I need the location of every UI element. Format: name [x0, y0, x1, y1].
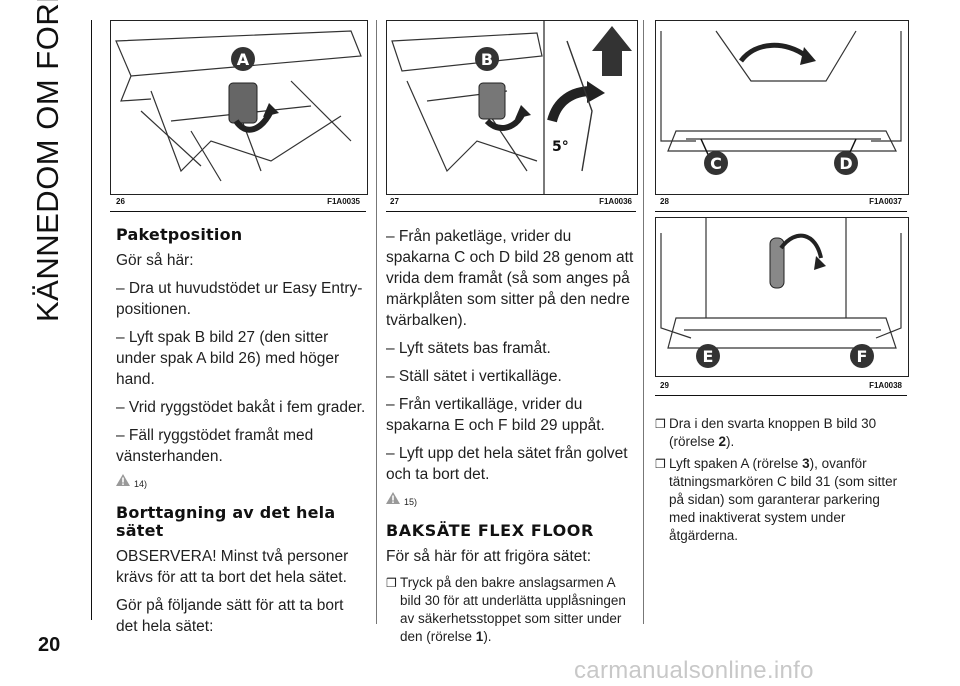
label-e: E	[703, 347, 714, 366]
figure-27-image: B 5°	[386, 20, 638, 195]
bullet-text-end: ).	[483, 629, 492, 644]
checkbox-bullet: ❒ Dra i den svarta knoppen B bild 30 (rö…	[655, 415, 907, 451]
section-heading: BAKSÄTE FLEX FLOOR	[386, 521, 594, 540]
bullet-movement-number: 1	[475, 629, 484, 644]
checkbox-bullet: ❒ Lyft spaken A (rörelse 3), ovanför tät…	[655, 455, 907, 545]
instruction-step: – Ställ sätet i vertikalläge.	[386, 368, 562, 385]
checkbox-bullet: ❒ Tryck på den bakre anslagsarmen A bild…	[386, 574, 638, 646]
warning-reference: 14)	[116, 474, 368, 496]
caption-rule	[655, 211, 907, 212]
label-a-badge	[231, 47, 255, 71]
bullet-text: Tryck på den bakre anslagsarmen A bild 3…	[400, 575, 626, 644]
figure-number: 27	[390, 197, 399, 206]
bullet-text-end: ).	[726, 434, 735, 449]
instruction-step: – Från paketläge, vrider du spakarna C o…	[386, 228, 634, 329]
instruction-step: – Lyft upp det hela sätet från golvet oc…	[386, 445, 628, 483]
label-c: C	[710, 154, 722, 173]
warning-reference: 15)	[386, 492, 638, 514]
bullet-text: Lyft spaken A (rörelse	[669, 456, 803, 471]
intro-text: Gör så här:	[116, 252, 194, 269]
side-rule	[91, 20, 92, 620]
column-2-text: – Från paketläge, vrider du spakarna C o…	[386, 226, 638, 650]
lead-text: För så här för att frigöra sätet:	[386, 548, 592, 565]
figure-26-image: A	[110, 20, 368, 195]
figure-28-image: C D	[655, 20, 909, 195]
seat-release-illustration: E F	[660, 218, 902, 368]
label-b-badge	[475, 47, 499, 71]
seat-base-illustration: C D	[660, 30, 902, 175]
bullet-text-end: ), ovanför tätningsmarkören C bild 31 (s…	[669, 456, 898, 543]
label-f: F	[857, 347, 868, 366]
figure-number: 26	[116, 197, 125, 206]
figure-29-image: E F	[655, 217, 909, 377]
seat-frame-illustration: A	[115, 30, 362, 182]
instruction-step: – Lyft sätets bas framåt.	[386, 340, 551, 357]
checkbox-icon: ❒	[386, 576, 397, 590]
label-d: D	[839, 154, 852, 173]
figure-29-caption: 29 F1A0038	[660, 381, 902, 395]
warning-number: 15)	[404, 497, 418, 507]
figure-code: F1A0038	[869, 381, 902, 390]
caption-rule	[655, 395, 907, 396]
figure-code: F1A0036	[599, 197, 632, 206]
page-number: 20	[38, 634, 61, 656]
side-chapter-title: KÄNNEDOM OM FORDONET	[28, 0, 78, 322]
figure-27-caption: 27 F1A0036	[390, 197, 632, 211]
side-chapter-title-text: KÄNNEDOM OM FORDONET	[30, 0, 65, 322]
figure-number: 28	[660, 197, 669, 206]
figure-26-caption: 26 F1A0035	[116, 197, 360, 211]
bullet-movement-number: 2	[718, 434, 727, 449]
label-d-badge	[834, 151, 858, 175]
warning-icon	[116, 474, 130, 486]
checkbox-icon: ❒	[655, 457, 666, 471]
label-e-badge	[696, 344, 720, 368]
instruction-step: – Från vertikalläge, vrider du spakarna …	[386, 396, 605, 434]
label-f-badge	[850, 344, 874, 368]
caption-rule	[110, 211, 366, 212]
figure-number: 29	[660, 381, 669, 390]
figure-code: F1A0035	[327, 197, 360, 206]
instruction-step: – Lyft spak B bild 27 (den sitter under …	[116, 329, 340, 388]
caption-rule	[386, 211, 636, 212]
bullet-text: Dra i den svarta knoppen B bild 30 (röre…	[669, 416, 877, 449]
column-1-text: Paketposition Gör så här: – Dra ut huvud…	[116, 226, 368, 644]
label-c-badge	[704, 151, 728, 175]
instruction-step: – Fäll ryggstödet framåt med vänsterhand…	[116, 427, 314, 465]
watermark-text[interactable]: carmanualsonline.info	[574, 657, 814, 684]
label-b: B	[481, 50, 493, 69]
figure-code: F1A0037	[869, 197, 902, 206]
bullet-movement-number: 3	[802, 456, 810, 471]
warning-number: 14)	[134, 479, 148, 489]
column-divider	[376, 20, 377, 624]
seat-lever-illustration: B 5°	[391, 21, 632, 194]
label-5-degrees: 5°	[552, 139, 569, 155]
instruction-step: – Dra ut huvudstödet ur Easy Entry-posit…	[116, 280, 363, 318]
section-heading: Paketposition	[116, 225, 243, 244]
checkbox-icon: ❒	[655, 417, 666, 431]
column-3-text: ❒ Dra i den svarta knoppen B bild 30 (rö…	[655, 415, 907, 549]
column-divider	[643, 20, 644, 624]
lead-text: Gör på följande sätt för att ta bort det…	[116, 597, 344, 635]
label-a: A	[237, 50, 250, 69]
section-heading: Borttagning av det hela sätet	[116, 503, 336, 540]
figure-28-caption: 28 F1A0037	[660, 197, 902, 211]
note-text: OBSERVERA! Minst två personer krävs för …	[116, 548, 349, 586]
instruction-step: – Vrid ryggstödet bakåt i fem grader.	[116, 399, 366, 416]
warning-icon	[386, 492, 400, 504]
